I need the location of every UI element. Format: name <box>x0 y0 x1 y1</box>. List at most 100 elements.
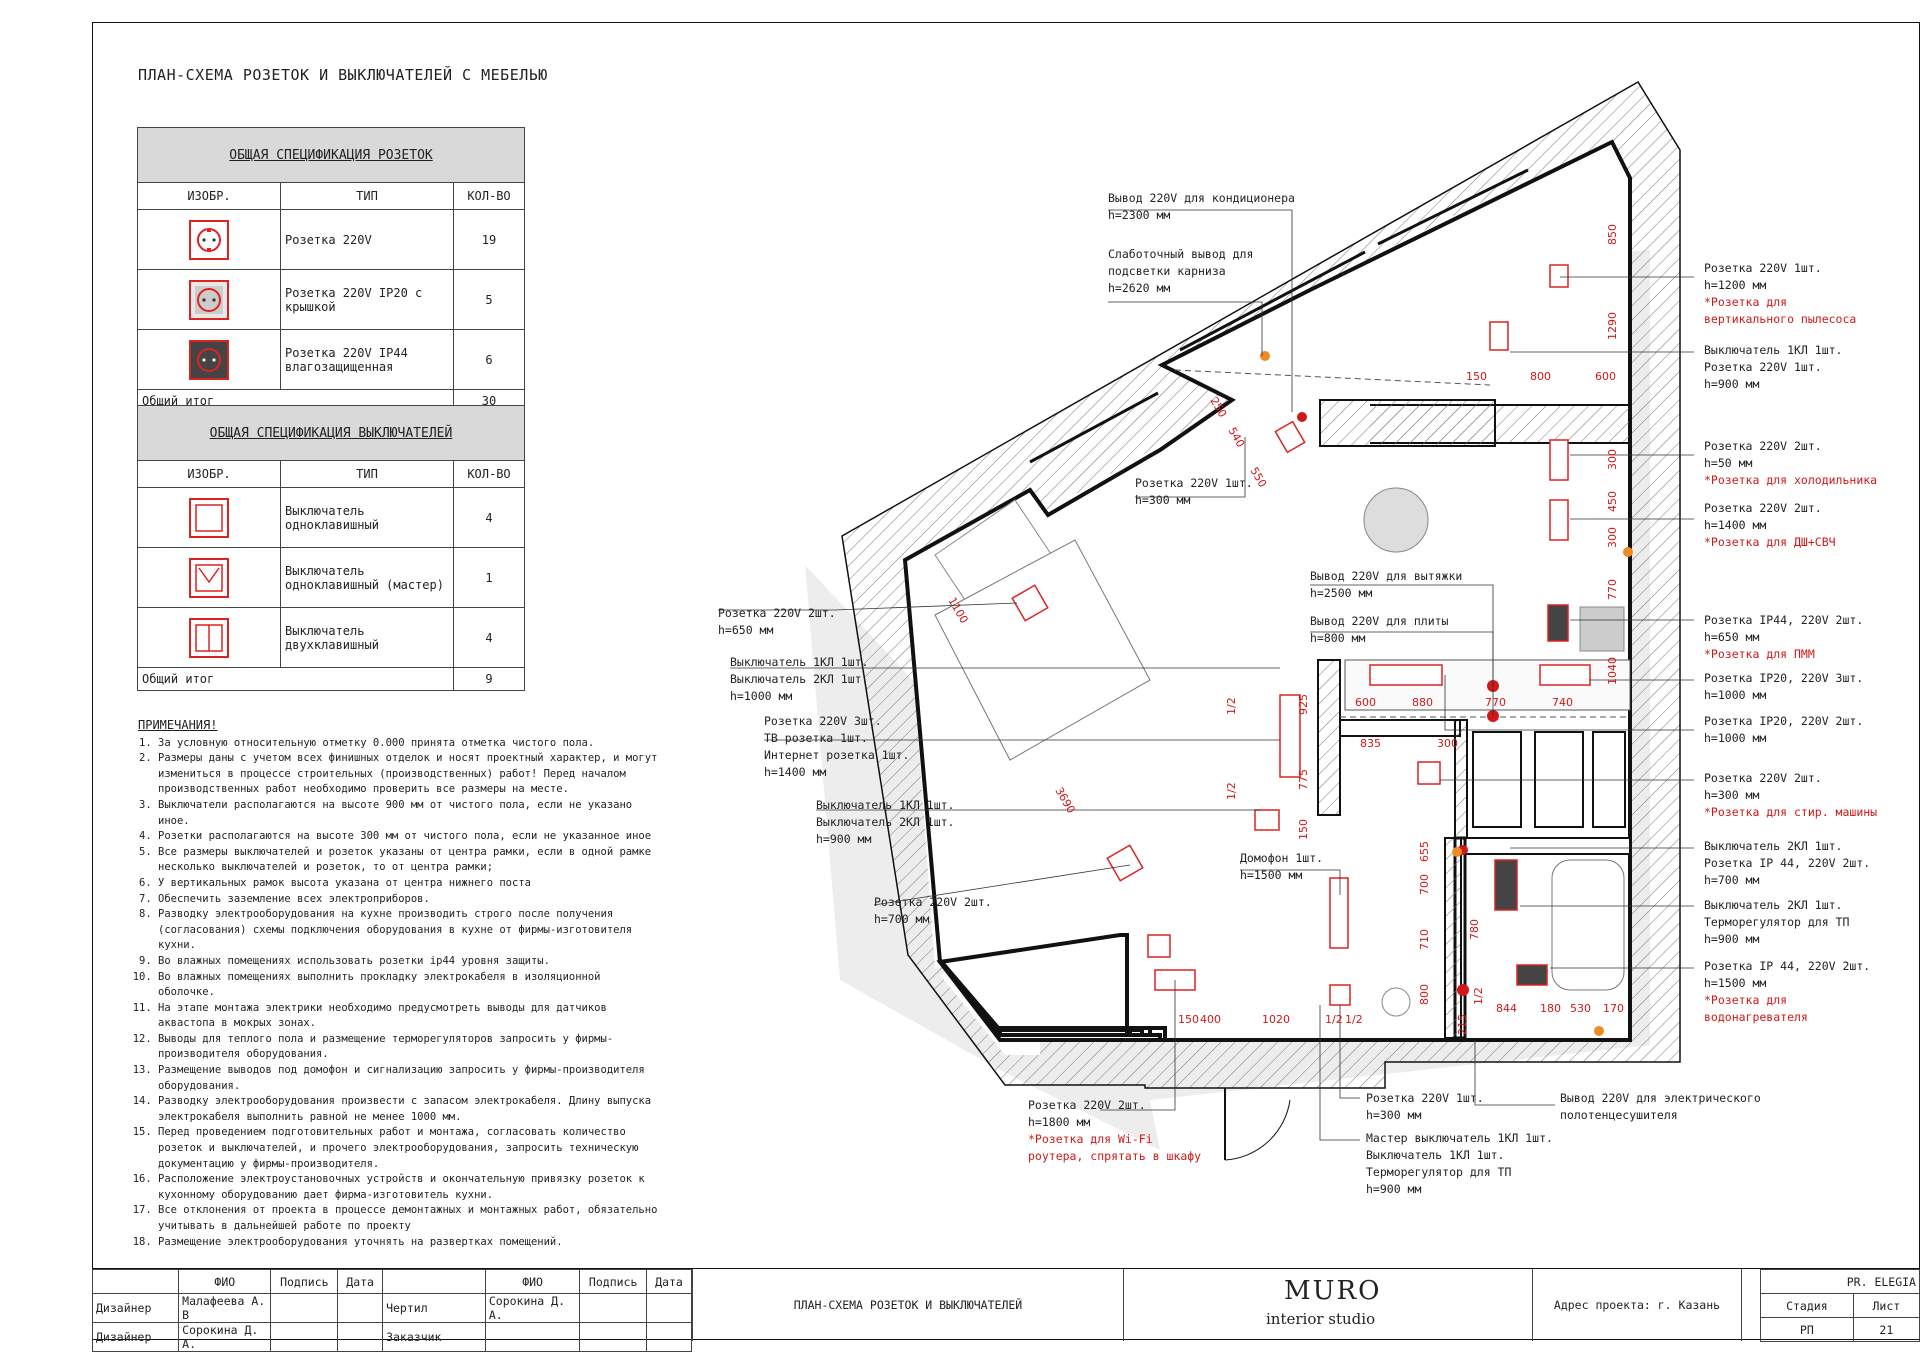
annotation-label: Розетка IP44, 220V 2шт. h=650 мм *Розетк… <box>1704 612 1863 663</box>
socket-symbol <box>1549 439 1569 481</box>
annotation-label: Розетка 220V 2шт. h=1800 мм *Розетка для… <box>1028 1097 1201 1165</box>
stamp-role: Заказчик <box>382 1322 486 1352</box>
stamp-role: Чертил <box>382 1293 486 1323</box>
sockets-spec-table: ОБЩАЯ СПЕЦИФИКАЦИЯ РОЗЕТОК ИЗОБР. ТИП КО… <box>137 127 525 413</box>
dimension-label: 850 <box>1606 224 1619 245</box>
stamp-project: PR. ELEGIA <box>1760 1269 1920 1294</box>
annotation-label: Розетка IP 44, 220V 2шт. h=1500 мм *Розе… <box>1704 958 1870 1026</box>
stamp-sign-label: Подпись <box>270 1269 339 1294</box>
stamp-name: Сорокина Д. А. <box>178 1322 272 1352</box>
row-type: Выключатель одноклавишный <box>280 487 454 548</box>
annotation-text: Розетка IP 44, 220V 2шт. h=1500 мм <box>1704 959 1871 990</box>
col-image: ИЗОБР. <box>137 460 281 488</box>
annotation-label: Розетка 220V 2шт. h=50 мм *Розетка для х… <box>1704 438 1877 489</box>
note-item: Во влажных помещениях использовать розет… <box>158 954 658 970</box>
socket-ip44-icon <box>189 339 229 380</box>
row-count: 19 <box>453 209 525 270</box>
note-item: Выводы для теплого пола и размещение тер… <box>158 1032 658 1063</box>
partition-wall <box>1444 837 1462 1039</box>
annotation-label: Выключатель 2КЛ 1шт. Розетка IP 44, 220V… <box>1704 839 1871 887</box>
annotation-label: Розетка 220V 2шт. h=1400 мм *Розетка для… <box>1704 500 1836 551</box>
note-item: Розетки располагаются на высоте 300 мм о… <box>158 829 658 845</box>
dishwasher <box>1579 606 1625 652</box>
annotation-note: *Розетка для вертикального пылесоса <box>1704 295 1857 326</box>
note-item: Расположение электроустановочных устройс… <box>158 1172 658 1203</box>
window <box>1377 168 1529 246</box>
note-item: На этапе монтажа электрики необходимо пр… <box>158 1001 658 1032</box>
annotation-label: Выключатель 1КЛ 1шт. Розетка 220V 1шт. h… <box>1704 343 1843 391</box>
annotation-text: Розетка 220V 2шт. h=1800 мм <box>1028 1098 1146 1129</box>
wardrobe <box>1592 731 1626 828</box>
row-type: Выключатель двухклавишный <box>280 607 454 668</box>
socket-symbol <box>1279 694 1301 778</box>
annotation-label: Розетка 220V 2шт. h=700 мм <box>874 895 992 926</box>
studio-logo-subtitle: interior studio <box>1266 1310 1376 1328</box>
note-item: Во влажных помещениях выполнить прокладк… <box>158 970 658 1001</box>
socket-symbol <box>1549 499 1569 541</box>
dimension-label: 880 <box>1412 696 1433 709</box>
socket-symbol <box>1011 584 1049 622</box>
dimension-label: 700 <box>1418 874 1431 895</box>
socket-symbol <box>1549 264 1569 288</box>
annotation-label: Выключатель 1КЛ 1шт. Выключатель 2КЛ 1шт… <box>816 798 955 846</box>
annotation-label: Вывод 220V для вытяжки h=2500 мм <box>1310 569 1463 600</box>
dimension-label: 1040 <box>1606 657 1619 685</box>
annotation-label: Домофон 1шт. h=1500 мм <box>1240 851 1324 882</box>
row-count: 5 <box>453 269 525 330</box>
toilet <box>1381 987 1411 1017</box>
page-title: ПЛАН-СХЕМА РОЗЕТОК И ВЫКЛЮЧАТЕЛЕЙ С МЕБЕ… <box>138 66 548 84</box>
annotation-label: Слаботочный вывод для подсветки карниза … <box>1108 247 1254 295</box>
switch-double-icon <box>189 617 229 658</box>
annotation-label: Розетка 220V 1шт. h=300 мм <box>1135 476 1253 507</box>
dimension-label: 300 <box>1437 737 1458 750</box>
wardrobe <box>1472 731 1522 828</box>
dimension-label: 770 <box>1606 579 1619 600</box>
row-type: Розетка 220V IP44 влагозащищенная <box>280 329 454 390</box>
dimension-label: 925 <box>1297 694 1310 715</box>
window <box>1029 391 1159 464</box>
dimension-label: 170 <box>1603 1002 1624 1015</box>
note-item: Размеры даны с учетом всех финишных отде… <box>158 751 658 798</box>
dimension-label: 1/2 <box>1325 1013 1343 1026</box>
partition-wall <box>1319 399 1496 447</box>
stamp-name: Сорокина Д. А. <box>484 1293 581 1323</box>
dimension-label: 1/2 <box>1225 782 1238 800</box>
stamp-role: Дизайнер <box>91 1322 180 1352</box>
switch-master-icon <box>189 557 229 598</box>
note-item: За условную относительную отметку 0.000 … <box>158 736 658 752</box>
socket-ip44-symbol <box>1494 859 1518 911</box>
dimension-label: 800 <box>1418 984 1431 1005</box>
annotation-label: Розетка IP20, 220V 2шт. h=1000 мм <box>1704 714 1864 745</box>
power-outlet-dots <box>1297 412 1499 996</box>
annotation-note: *Розетка для стир. машины <box>1704 805 1878 819</box>
stamp-name <box>484 1322 581 1352</box>
dimension-label: 655 <box>1418 841 1431 862</box>
note-item: Размещение электрооборудования уточнять … <box>158 1235 658 1251</box>
row-count: 4 <box>453 607 525 668</box>
annotation-label: Розетка 220V 1шт. h=300 мм <box>1366 1091 1484 1122</box>
stamp-role: Дизайнер <box>91 1293 180 1323</box>
socket-symbol <box>1274 420 1306 454</box>
note-item: Перед проведением подготовительных работ… <box>158 1125 658 1172</box>
socket-symbol <box>1254 809 1280 831</box>
annotation-label: Розетка 220V 2шт. h=650 мм <box>718 606 836 637</box>
annotation-label: Розетка 220V 2шт. h=300 мм *Розетка для … <box>1704 770 1877 821</box>
note-item: Разводку электрооборудования на кухне пр… <box>158 907 658 954</box>
col-count: КОЛ-ВО <box>453 182 525 210</box>
bathtub <box>1551 859 1625 991</box>
wifi-router-symbol <box>1147 934 1171 958</box>
row-type: Розетка 220V <box>280 209 454 270</box>
annotation-text: Розетка 220V 1шт. h=1200 мм <box>1704 261 1822 292</box>
row-count: 1 <box>453 547 525 608</box>
partition-wall <box>1339 719 1461 737</box>
switch-single-icon <box>189 497 229 538</box>
dimension-label: 150 <box>1466 370 1487 383</box>
stamp-doc-title: ПЛАН-СХЕМА РОЗЕТОК И ВЫКЛЮЧАТЕЛЕЙ <box>692 1269 1124 1341</box>
socket-symbol <box>1417 761 1441 785</box>
socket-ip44-symbol <box>1547 604 1569 642</box>
socket-ip44-symbol <box>1516 964 1548 986</box>
dimension-label: 780 <box>1468 919 1481 940</box>
inner-walls <box>902 139 1632 1042</box>
annotation-label: Выключатель 1КЛ 1шт. Выключатель 2КЛ 1шт… <box>730 655 869 703</box>
